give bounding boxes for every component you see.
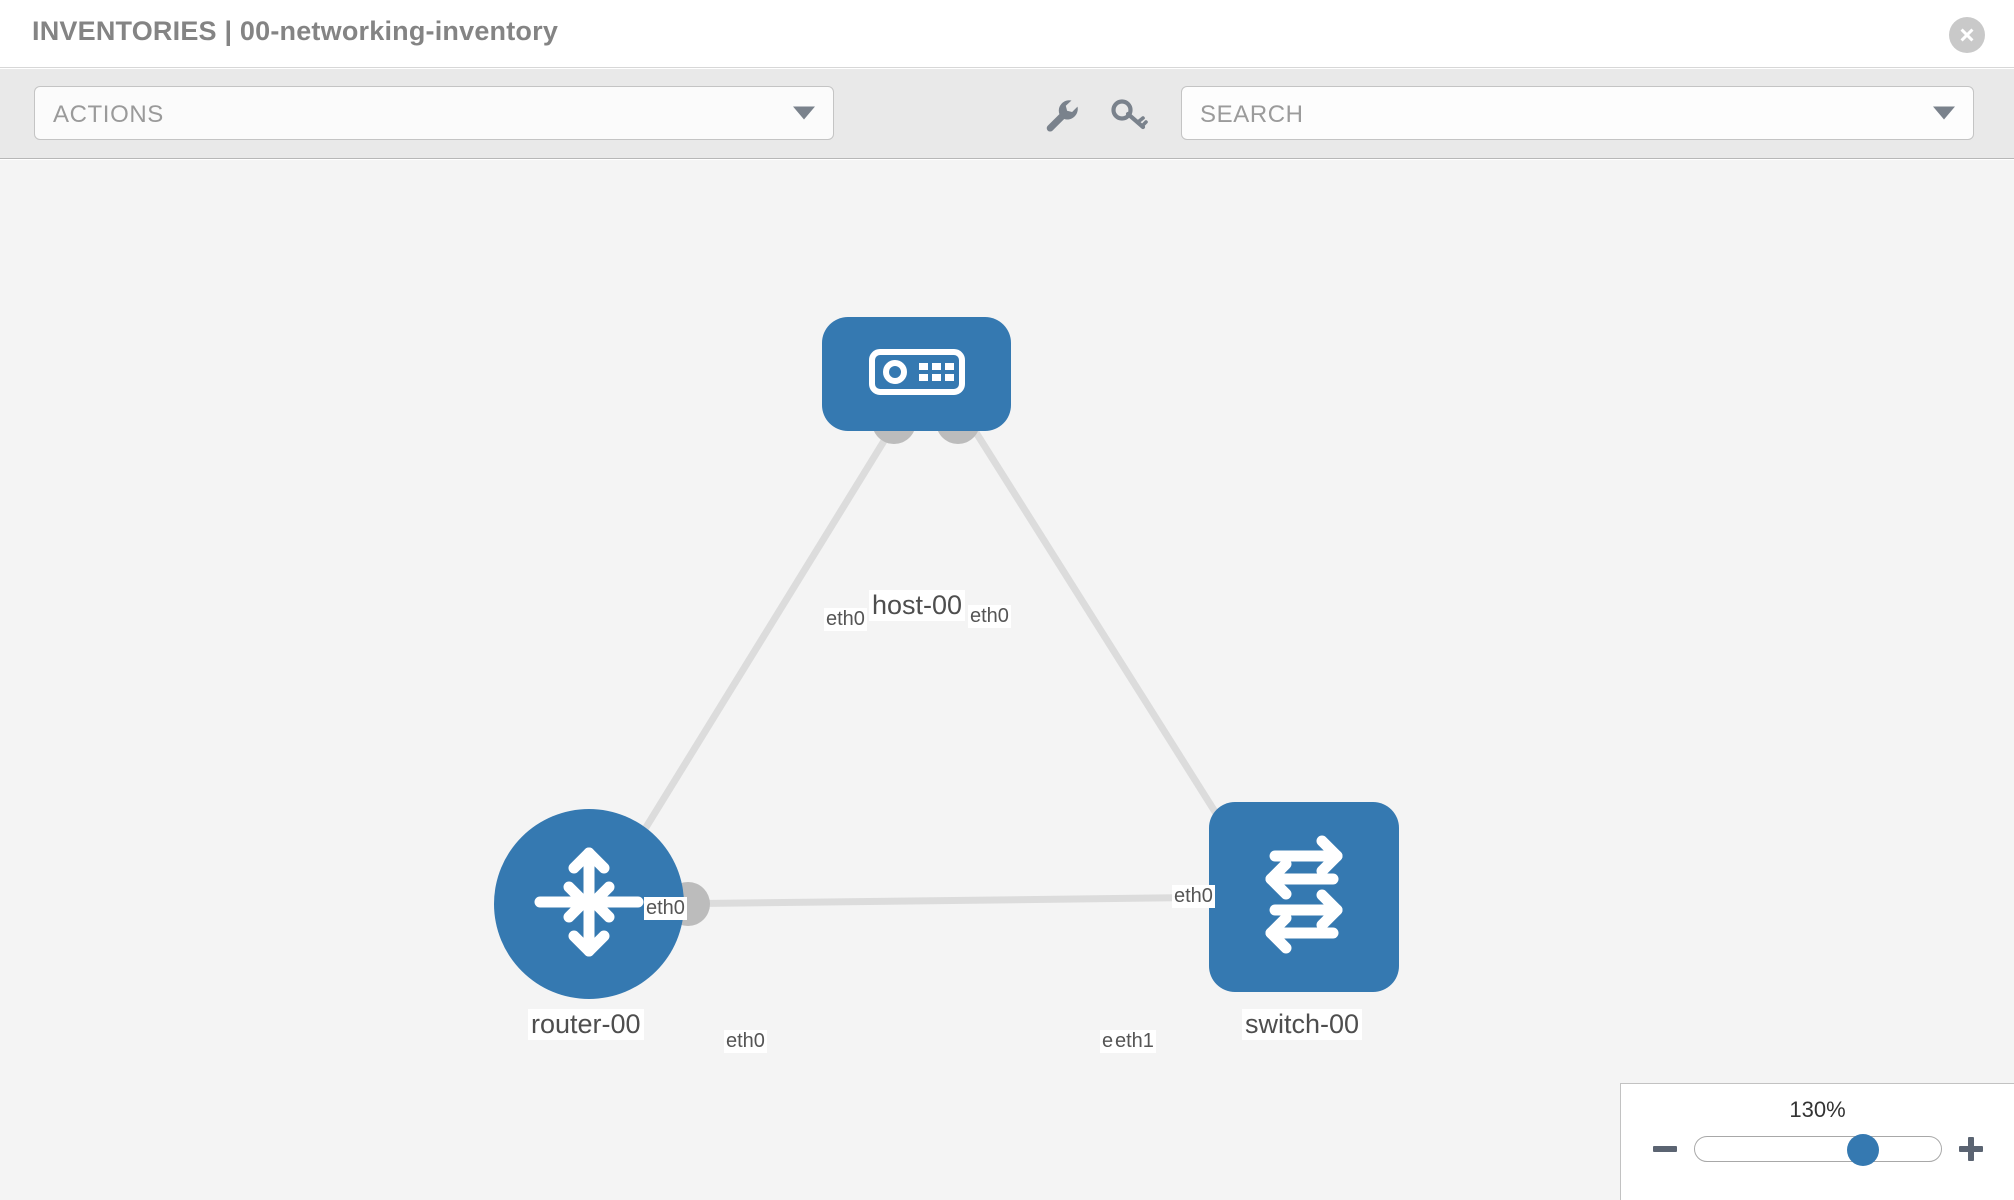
zoom-slider-row <box>1621 1134 2014 1166</box>
link-host-switch <box>962 413 1261 882</box>
search-input[interactable]: SEARCH <box>1181 86 1974 140</box>
topology-links <box>597 400 1265 968</box>
close-icon[interactable] <box>1949 17 1985 53</box>
zoom-level-label: 130% <box>1789 1097 1846 1122</box>
zoom-slider-thumb[interactable] <box>1846 1134 1879 1166</box>
link-host-router <box>597 413 903 904</box>
page-title: INVENTORIES | 00-networking-inventory <box>32 16 559 46</box>
interface-label-switch-up: eth0 <box>1172 885 1215 908</box>
plus-icon[interactable] <box>1956 1134 1986 1164</box>
interface-label-router-right: eth0 <box>724 1030 767 1053</box>
server-device-icon <box>868 347 965 402</box>
interface-label-switch-left: eth1 <box>1113 1030 1156 1053</box>
wrench-icon[interactable] <box>1039 93 1083 137</box>
interface-label-router-up: eth0 <box>644 897 687 920</box>
switch-arrows-icon <box>1241 832 1367 963</box>
actions-dropdown[interactable]: ACTIONS <box>34 86 834 140</box>
zoom-control-panel: 130% <box>1620 1083 2014 1200</box>
topology-canvas[interactable]: host-00 router-00 switch-00 eth0 eth0 et… <box>0 160 2014 1200</box>
link-endpoint-group <box>666 400 1265 968</box>
key-icon[interactable] <box>1107 93 1151 137</box>
router-four-arrows-icon <box>526 839 652 970</box>
interface-label-host-right: eth0 <box>968 605 1011 628</box>
node-label-switch-00: switch-00 <box>1242 1009 1363 1040</box>
zoom-slider[interactable] <box>1693 1134 1942 1166</box>
topology-node-switch-00[interactable] <box>1209 802 1399 992</box>
node-label-host-00: host-00 <box>869 590 966 621</box>
chevron-down-icon[interactable] <box>1933 106 1955 120</box>
topology-node-router-00[interactable] <box>494 809 684 999</box>
topology-node-host-00[interactable] <box>822 317 1011 431</box>
interface-label-host-left: eth0 <box>824 608 867 631</box>
actions-dropdown-label: ACTIONS <box>53 101 164 128</box>
link-group <box>597 413 1261 908</box>
toolbar: ACTIONS SEARCH <box>0 69 2014 159</box>
page-header: INVENTORIES | 00-networking-inventory <box>0 0 2014 68</box>
link-router-switch <box>659 893 1241 908</box>
chevron-down-icon <box>793 106 815 120</box>
node-label-router-00: router-00 <box>528 1009 644 1040</box>
search-placeholder: SEARCH <box>1200 101 1304 128</box>
minus-icon[interactable] <box>1650 1134 1680 1164</box>
